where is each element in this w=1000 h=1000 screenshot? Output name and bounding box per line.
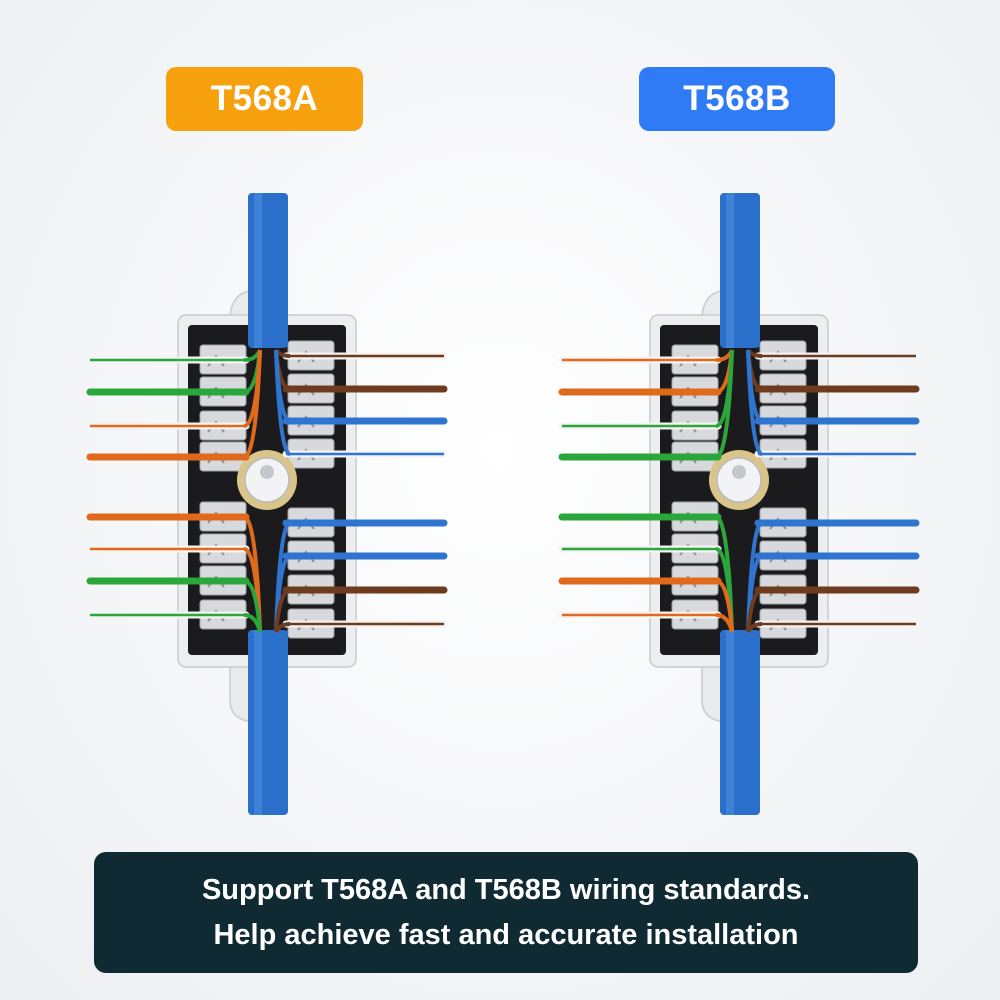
fanout-wire (746, 349, 763, 456)
fanout-wire (746, 588, 763, 633)
fanout-wire (746, 622, 763, 633)
fanout-wire (274, 588, 291, 633)
cable-top-highlight (726, 193, 734, 348)
fanout-wire (274, 622, 291, 633)
caption-line-1: Support T568A and T568B wiring standards… (201, 873, 811, 906)
center-post-hole (732, 465, 746, 479)
fanout-wire (715, 613, 734, 633)
center-post-hole (260, 465, 274, 479)
fanout-wire (715, 349, 734, 459)
caption-line-2: Help achieve fast and accurate installat… (213, 918, 799, 951)
cable-bottom-highlight (254, 630, 262, 815)
caption-banner: Support T568A and T568B wiring standards… (94, 852, 918, 973)
junction-block-t568b (558, 193, 920, 815)
center-post (244, 457, 290, 503)
cable-bottom-highlight (726, 630, 734, 815)
junction-block-t568a (86, 193, 448, 815)
cable-top-highlight (254, 193, 262, 348)
fanout-wire (274, 349, 291, 456)
t568b-badge: T568B (639, 67, 835, 131)
fanout-wire (243, 613, 262, 633)
center-post (716, 457, 762, 503)
fanout-wire (243, 349, 262, 459)
t568a-badge: T568A (166, 67, 363, 131)
